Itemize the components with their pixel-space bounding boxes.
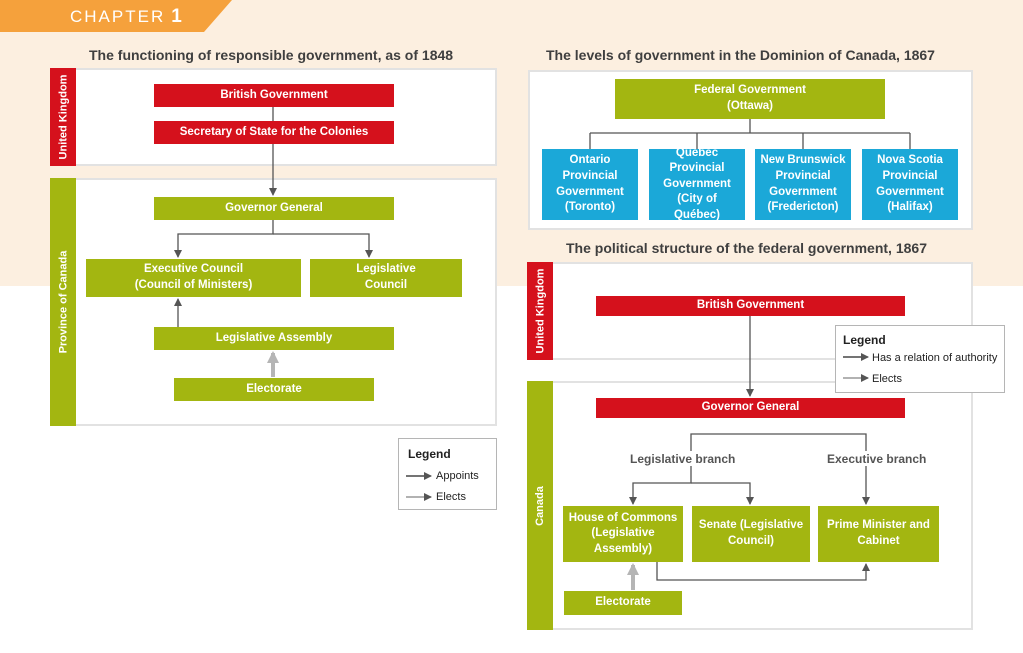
- chapter-tab: [0, 0, 232, 32]
- nova-scotia-box: Nova Scotia Provincial Government (Halif…: [862, 149, 958, 220]
- left-british-government: British Government: [154, 84, 394, 107]
- left-legend-elects: Elects: [436, 491, 466, 503]
- legislative-branch-label: Legislative branch: [630, 452, 736, 466]
- left-secretary-of-state: Secretary of State for the Colonies: [154, 121, 394, 144]
- left-diagram-title: The functioning of responsible governmen…: [89, 47, 454, 63]
- federal-diagram-title: The political structure of the federal g…: [566, 240, 927, 256]
- federal-legend-elects: Elects: [872, 373, 902, 385]
- federal-uk-side-label: United Kingdom: [527, 262, 553, 360]
- left-legend-appoints: Appoints: [436, 470, 479, 482]
- left-legislative-council: Legislative Council: [310, 259, 462, 297]
- federal-electorate: Electorate: [564, 591, 682, 615]
- chapter-number: 1: [171, 6, 182, 27]
- chapter-heading: CHAPTER 1: [70, 6, 182, 28]
- left-legislative-assembly: Legislative Assembly: [154, 327, 394, 350]
- federal-legend-title: Legend: [843, 333, 886, 347]
- left-legend-title: Legend: [408, 447, 451, 461]
- federal-government-box: Federal Government (Ottawa): [615, 79, 885, 119]
- federal-legend: Legend Has a relation of authority Elect…: [835, 325, 1005, 393]
- chapter-label: CHAPTER: [70, 7, 166, 26]
- left-uk-side-label: United Kingdom: [50, 68, 76, 166]
- left-province-side-label: Province of Canada: [50, 178, 76, 426]
- executive-branch-label: Executive branch: [827, 452, 927, 466]
- federal-british-government: British Government: [596, 296, 905, 316]
- senate-box: Senate (Legislative Council): [692, 506, 810, 562]
- left-governor-general: Governor General: [154, 197, 394, 220]
- federal-canada-panel: [527, 381, 973, 630]
- federal-legend-authority: Has a relation of authority: [872, 352, 998, 364]
- prime-minister-box: Prime Minister and Cabinet: [818, 506, 939, 562]
- house-of-commons-box: House of Commons (Legislative Assembly): [563, 506, 683, 562]
- left-executive-council: Executive Council (Council of Ministers): [86, 259, 301, 297]
- left-legend: Legend Appoints Elects: [398, 438, 497, 510]
- left-uk-panel: [50, 68, 497, 166]
- federal-governor-general: Governor General: [596, 398, 905, 418]
- quebec-box: Québec Provincial Government (City of Qu…: [649, 147, 745, 221]
- new-brunswick-box: New Brunswick Provincial Government (Fre…: [755, 149, 851, 220]
- left-electorate: Electorate: [174, 378, 374, 401]
- federal-canada-side-label: Canada: [527, 381, 553, 630]
- levels-diagram-title: The levels of government in the Dominion…: [546, 47, 935, 63]
- ontario-box: Ontario Provincial Government (Toronto): [542, 149, 638, 220]
